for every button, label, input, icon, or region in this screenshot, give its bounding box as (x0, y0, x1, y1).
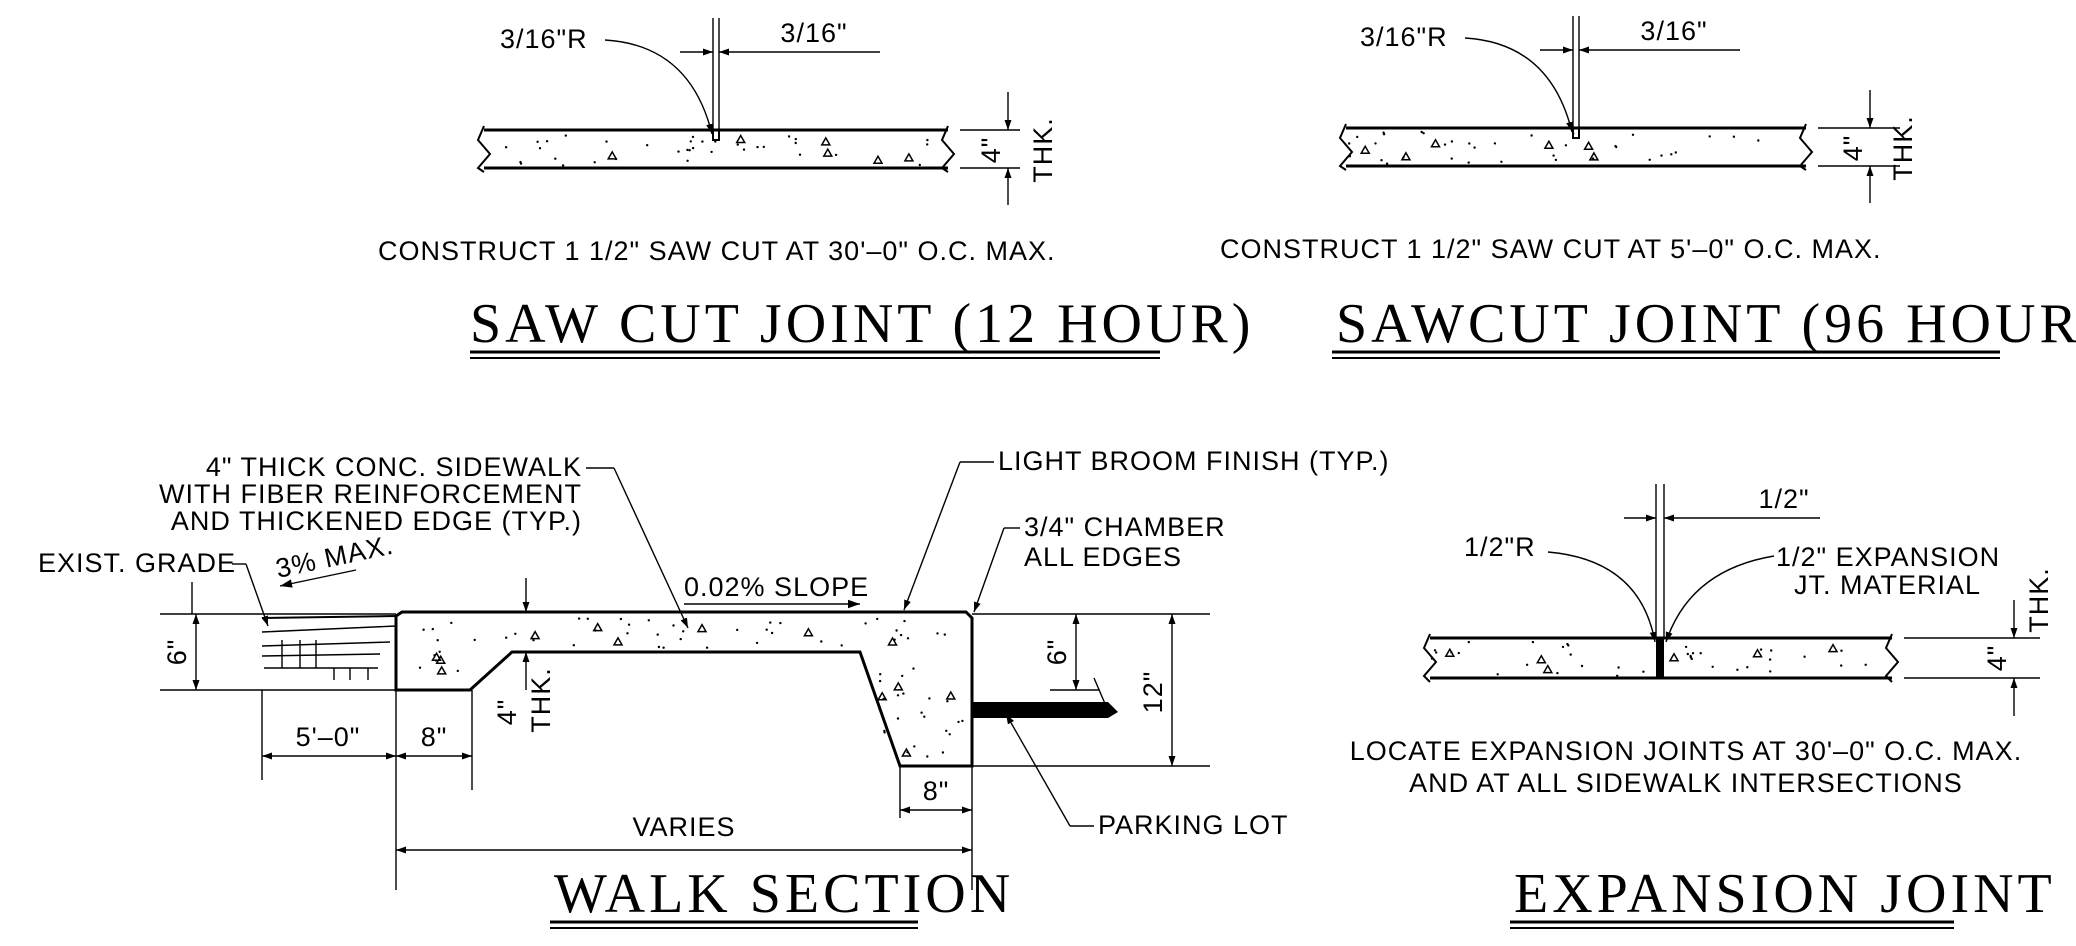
saw-cut-96-note: CONSTRUCT 1 1/2" SAW CUT AT 5'–0" O.C. M… (1220, 234, 1881, 264)
walk-slope-label: 0.02% SLOPE (684, 572, 869, 602)
expansion-left-aggregate (1430, 640, 1645, 677)
walk-curb-aggregate (876, 667, 964, 758)
callout-sidewalk-line-1: 4" THICK CONC. SIDEWALK (206, 452, 582, 482)
expansion-slab (1422, 633, 1900, 683)
expansion-thickness-value: 4" (1982, 645, 2012, 672)
walk-edge-aggregate (418, 650, 459, 675)
expansion-thickness-suffix: THK. (2024, 567, 2054, 633)
dim-edge-width: 8" (421, 722, 448, 752)
expansion-radius-label: 1/2"R (1464, 532, 1536, 562)
dim-curb-depth: 6" (1042, 639, 1072, 666)
saw-cut-96-title: SAWCUT JOINT (96 HOUR) (1336, 293, 2076, 355)
dim-slab-thickness-suffix: THK. (526, 667, 556, 733)
parking-lot-pavement (972, 702, 1118, 718)
expansion-width-label: 1/2" (1758, 484, 1809, 514)
callout-parking-lot: PARKING LOT (1098, 810, 1289, 840)
saw-cut-12-thickness-suffix: THK. (1028, 117, 1058, 183)
dim-curb-width: 8" (923, 776, 950, 806)
walk-slab-outline (394, 610, 974, 768)
saw-cut-96-radius-label: 3/16"R (1360, 22, 1448, 52)
saw-cut-12-note: CONSTRUCT 1 1/2" SAW CUT AT 30'–0" O.C. … (378, 236, 1056, 266)
walk-section-detail: 4" THICK CONC. SIDEWALK WITH FIBER REINF… (38, 446, 1390, 929)
callout-finish: LIGHT BROOM FINISH (TYP.) (998, 446, 1390, 476)
expansion-note-line-2: AND AT ALL SIDEWALK INTERSECTIONS (1409, 768, 1963, 798)
walk-slab-aggregate (422, 617, 946, 649)
saw-cut-12-slab (476, 125, 956, 173)
saw-cut-12-thickness-value: 4" (976, 137, 1006, 164)
saw-cut-12-width-label: 3/16" (780, 18, 847, 48)
dim-width: VARIES (632, 812, 735, 842)
saw-cut-12-radius-label: 3/16"R (500, 24, 588, 54)
expansion-joint-material (1656, 638, 1664, 678)
dim-grade-depth: 6" (162, 639, 192, 666)
expansion-material-line-2: JT. MATERIAL (1794, 570, 1981, 600)
callout-sidewalk-line-2: WITH FIBER REINFORCEMENT (159, 479, 582, 509)
grade-wedge (261, 615, 397, 680)
saw-cut-96-aggregate (1348, 130, 1760, 165)
grade-slope-label: 3% MAX. (273, 530, 396, 584)
callout-sidewalk-line-3: AND THICKENED EDGE (TYP.) (171, 506, 582, 536)
expansion-joint-detail: 1/2" 1/2"R 1/2" EXPANSION JT. MATERIAL 4… (1350, 484, 2056, 929)
saw-cut-12-aggregate (504, 133, 929, 167)
dim-offset: 5'–0" (296, 722, 361, 752)
expansion-note-line-1: LOCATE EXPANSION JOINTS AT 30'–0" O.C. M… (1350, 736, 2022, 766)
walk-section-title: WALK SECTION (554, 863, 1014, 925)
dim-slab-thickness: 4" (492, 699, 522, 726)
dim-curb-height: 12" (1138, 671, 1168, 714)
saw-cut-12-detail: 3/16" 3/16"R 4" THK. CONSTRUCT 1 1/2" SA… (378, 18, 1254, 359)
saw-cut-96-slab (1338, 123, 1814, 171)
saw-cut-96-detail: 3/16" 3/16"R 4" THK. CONSTRUCT 1 1/2" SA… (1220, 16, 2076, 359)
callout-chamfer-line-2: ALL EDGES (1024, 542, 1182, 572)
expansion-material-line-1: 1/2" EXPANSION (1776, 542, 2000, 572)
saw-cut-12-title: SAW CUT JOINT (12 HOUR) (470, 293, 1254, 355)
saw-cut-96-thickness-suffix: THK. (1888, 115, 1918, 181)
expansion-joint-title: EXPANSION JOINT (1514, 863, 2056, 925)
expansion-right-aggregate (1668, 643, 1867, 673)
callout-chamfer-line-1: 3/4" CHAMBER (1024, 512, 1226, 542)
saw-cut-96-width-label: 3/16" (1640, 16, 1707, 46)
saw-cut-96-thickness-value: 4" (1838, 135, 1868, 162)
callout-exist-grade: EXIST. GRADE (38, 548, 236, 578)
